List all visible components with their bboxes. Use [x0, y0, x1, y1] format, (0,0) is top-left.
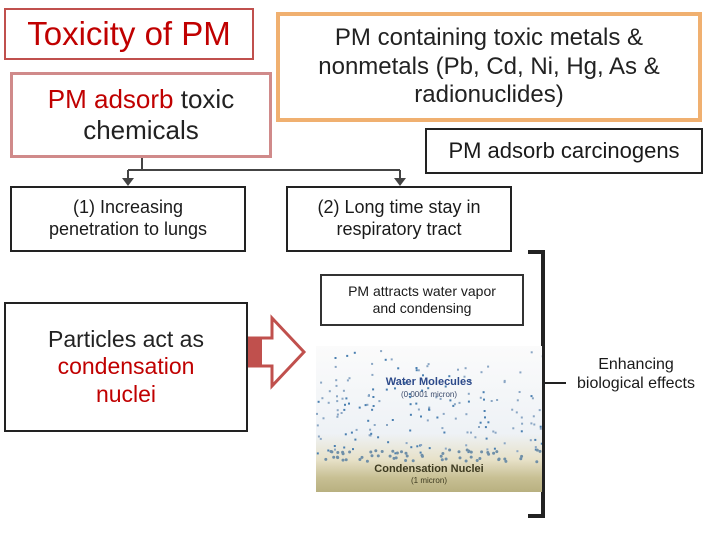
adsorb-toxic-red-text: PM adsorb: [47, 83, 174, 114]
long-time-line2: respiratory tract: [336, 219, 462, 239]
condensation-illustration-image: Water Molecules (0.0001 micron) Condensa…: [316, 346, 542, 492]
increasing-penetration-box: (1) Increasing penetration to lungs: [10, 186, 246, 252]
increasing-line2: penetration to lungs: [48, 219, 208, 239]
toxic-metals-box: PM containing toxic metals & nonmetals (…: [276, 12, 702, 122]
water-molecules-size: (0.0001 micron): [400, 390, 458, 399]
enhancing-line2: biological effects: [577, 375, 695, 392]
condensation-red-text-1: condensation: [57, 353, 195, 380]
long-time-line1: (2) Long time stay in: [317, 197, 481, 218]
condensation-nuclei-label: Condensation Nuclei: [374, 463, 484, 475]
water-molecules-label: Water Molecules: [385, 376, 473, 388]
enhancing-line1: Enhancing: [598, 355, 674, 373]
condensation-black-text: Particles act as: [48, 325, 204, 352]
condensation-red-text-2: nuclei: [95, 380, 157, 407]
enhancing-biological-effects-box: Enhancing biological effects: [563, 340, 709, 408]
adsorb-toxic-box: PM adsorb toxic chemicals: [10, 72, 272, 158]
increasing-line1: (1) Increasing: [72, 197, 184, 218]
adsorb-toxic-rest-text: toxic chemicals: [83, 83, 235, 145]
condensation-nuclei-box: Particles act as condensation nuclei: [4, 302, 248, 432]
attracts-line1: PM attracts water vapor: [348, 283, 496, 300]
block-arrow-right: [246, 314, 307, 390]
water-molecule-dots: [316, 350, 542, 464]
page-title: Toxicity of PM: [4, 8, 254, 60]
attracts-water-vapor-box: PM attracts water vapor and condensing: [320, 274, 524, 326]
adsorb-carcinogens-box: PM adsorb carcinogens: [425, 128, 703, 174]
attracts-line2: and condensing: [372, 300, 472, 316]
condensation-nuclei-size: (1 micron): [410, 476, 447, 485]
arrow-to-long-time: [394, 178, 406, 186]
arrow-to-increasing: [122, 178, 134, 186]
long-time-stay-box: (2) Long time stay in respiratory tract: [286, 186, 512, 252]
